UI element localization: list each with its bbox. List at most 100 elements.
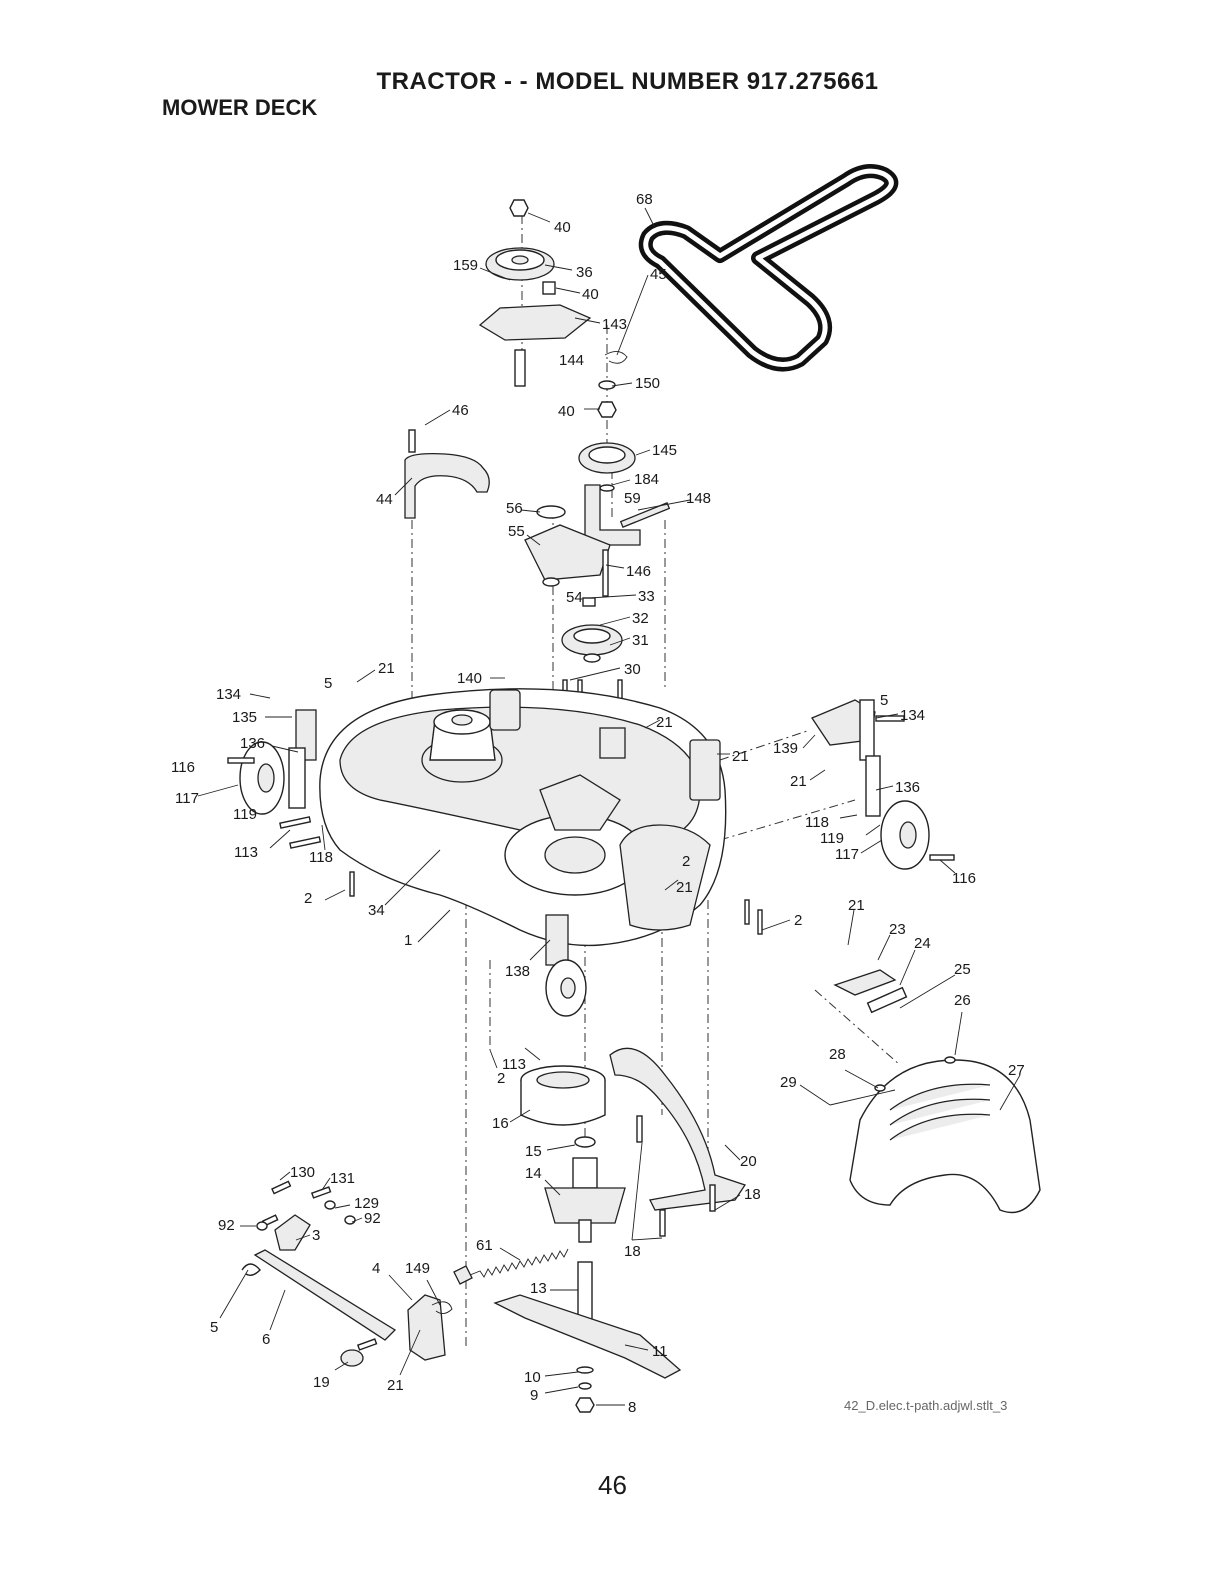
callout: 117: [835, 846, 859, 863]
callout: 21: [656, 714, 673, 731]
callout: 139: [773, 740, 798, 757]
callout: 150: [635, 375, 660, 392]
callout: 10: [524, 1369, 541, 1386]
callout: 136: [240, 735, 265, 752]
callout: 21: [732, 748, 749, 765]
callout: 138: [505, 963, 530, 980]
callout: 13: [530, 1280, 547, 1297]
callout: 25: [954, 961, 971, 978]
callout: 34: [368, 902, 385, 919]
idler-pulley-lower-icon: [578, 351, 671, 546]
callout: 5: [880, 692, 888, 709]
left-gauge-wheel-icon: [227, 709, 355, 897]
page-title: TRACTOR - - MODEL NUMBER 917.275661: [376, 68, 879, 95]
front-wheel-icon: [545, 914, 587, 1017]
callout: 113: [234, 844, 258, 861]
callout: 119: [820, 830, 844, 847]
callout: 9: [530, 1387, 538, 1404]
callout: 31: [632, 632, 649, 649]
callout: 119: [233, 806, 257, 823]
callout: 149: [405, 1260, 430, 1277]
callout: 118: [805, 814, 829, 831]
callout: 32: [632, 610, 649, 627]
callout: 15: [525, 1143, 542, 1160]
belt-cover-icon: [404, 429, 490, 519]
callout: 21: [676, 879, 693, 896]
callout: 92: [218, 1217, 235, 1234]
callout: 134: [216, 686, 241, 703]
callout: 140: [457, 670, 482, 687]
callout: 18: [624, 1243, 641, 1260]
right-gauge-wheel-icon: [744, 699, 955, 935]
callout: 27: [1008, 1062, 1025, 1079]
callout: 184: [634, 471, 659, 488]
callout: 59: [624, 490, 641, 507]
callout: 143: [602, 316, 627, 333]
spring-icon: [453, 1248, 569, 1285]
callout: 4: [372, 1260, 380, 1277]
callout: 145: [652, 442, 677, 459]
callout: 28: [829, 1046, 846, 1063]
callout: 30: [624, 661, 641, 678]
callout: 68: [636, 191, 653, 208]
callout: 45: [650, 266, 667, 283]
callout: 113: [502, 1056, 526, 1073]
callout: 29: [780, 1074, 797, 1091]
callout: 16: [492, 1115, 509, 1132]
callout: 159: [453, 257, 478, 274]
callout: 144: [559, 352, 584, 369]
callout: 2: [682, 853, 690, 870]
section-subtitle: MOWER DECK: [162, 95, 318, 120]
callout: 26: [954, 992, 971, 1009]
callout: 146: [626, 563, 651, 580]
callout: 1: [404, 932, 412, 949]
callout: 20: [740, 1153, 757, 1170]
front-mounting-bracket-icon: [599, 727, 721, 801]
callout: 21: [378, 660, 395, 677]
callout: 117: [175, 790, 199, 807]
callout: 44: [376, 491, 393, 508]
discharge-chute-icon: [829, 969, 1041, 1214]
callout: 5: [324, 675, 332, 692]
callout: 2: [794, 912, 802, 929]
callout: 136: [895, 779, 920, 796]
callout: 36: [576, 264, 593, 281]
callout: 118: [309, 849, 333, 866]
callout: 2: [497, 1070, 505, 1087]
callout: 2: [304, 890, 312, 907]
drive-belt-icon: [638, 164, 899, 372]
callout: 46: [452, 402, 469, 419]
callout: 14: [525, 1165, 542, 1182]
callout: 135: [232, 709, 257, 726]
callout: 92: [364, 1210, 381, 1227]
callout: 18: [744, 1186, 761, 1203]
callout: 116: [952, 870, 976, 887]
callout: 8: [628, 1399, 636, 1416]
callout: 55: [508, 523, 525, 540]
mower-baffle-icon: [609, 1047, 747, 1237]
leader-lines: [197, 207, 1021, 1406]
callout: 40: [582, 286, 599, 303]
callout: 19: [313, 1374, 330, 1391]
callout: 61: [476, 1237, 493, 1254]
callout: 129: [354, 1195, 379, 1212]
idler-pulley-upper-icon: [478, 199, 592, 387]
callout: 131: [330, 1170, 355, 1187]
callout: 23: [889, 921, 906, 938]
callout: 116: [171, 759, 195, 776]
callout: 40: [558, 403, 575, 420]
blade-spindle-icon: [493, 1065, 682, 1413]
callout: 130: [290, 1164, 315, 1181]
callout-labels: 40 36 40 143 144 45 150 159 40 46 145 18…: [171, 191, 1025, 1416]
figure-code: 42_D.elec.t-path.adjwl.stlt_3: [844, 1398, 1008, 1413]
page-number: 46: [598, 1470, 627, 1500]
callout: 148: [686, 490, 711, 507]
callout: 54: [566, 589, 583, 606]
callout: 5: [210, 1319, 218, 1336]
callout: 21: [387, 1377, 404, 1394]
callout: 134: [900, 707, 925, 724]
callout: 56: [506, 500, 523, 517]
callout: 24: [914, 935, 931, 952]
callout: 40: [554, 219, 571, 236]
